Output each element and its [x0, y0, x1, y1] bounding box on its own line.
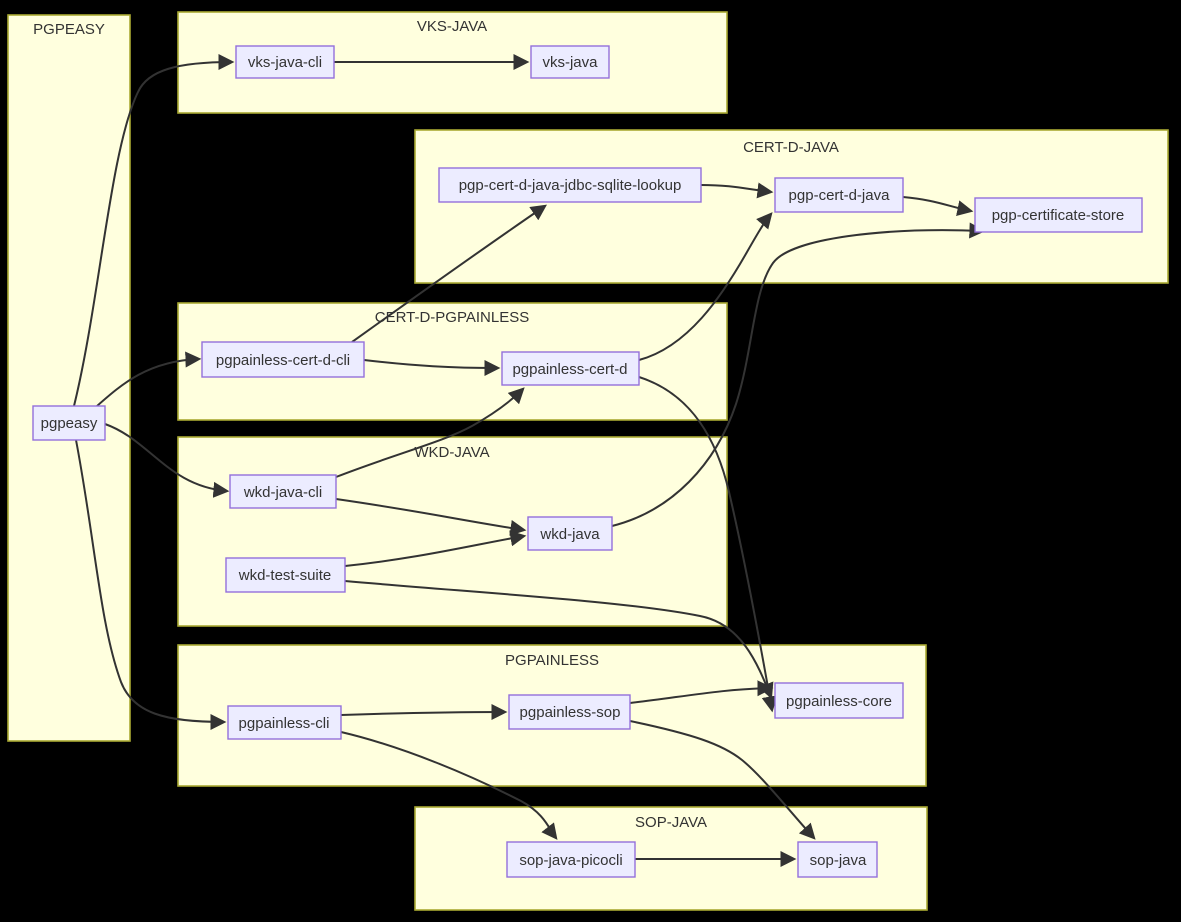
cluster-pgpeasy-box — [7, 14, 131, 742]
node-pgpainless-sop-label: pgpainless-sop — [520, 704, 621, 721]
node-sop-java-picocli: sop-java-picocli — [506, 841, 636, 878]
edge-wkd-test-suite-to-wkd-java — [344, 530, 527, 567]
node-vks-java-box — [530, 45, 610, 79]
edge-pgpeasy-to-pgpainless-cert-d-cli — [96, 351, 202, 407]
node-pgp-cert-d-java-jdbc-sqlite-lookup-box — [438, 167, 702, 203]
node-pgp-certificate-store-label: pgp-certificate-store — [992, 207, 1125, 224]
node-pgpainless-cert-d-cli-box — [201, 341, 365, 378]
edge-pgpeasy-to-wkd-java-cli — [104, 423, 230, 498]
node-wkd-java-box — [527, 516, 613, 551]
node-pgpainless-core-label: pgpainless-core — [786, 693, 892, 710]
node-pgpainless-cli: pgpainless-cli — [227, 705, 342, 740]
node-sop-java-label: sop-java — [810, 852, 867, 869]
cluster-wkd-java-title: WKD-JAVA — [414, 444, 489, 461]
edge-pgpainless-cert-d-cli-to-pgpainless-cert-d — [363, 359, 501, 376]
node-wkd-java-cli-label: wkd-java-cli — [243, 484, 322, 501]
cluster-cert-d-pgpainless-title: CERT-D-PGPAINLESS — [375, 309, 529, 326]
node-pgpainless-cli-label: pgpainless-cli — [239, 715, 330, 732]
node-wkd-test-suite-label: wkd-test-suite — [238, 567, 332, 584]
node-pgp-certificate-store-box — [974, 197, 1143, 233]
node-vks-java-cli-label: vks-java-cli — [248, 54, 322, 71]
node-wkd-test-suite: wkd-test-suite — [225, 557, 346, 593]
node-wkd-test-suite-box — [225, 557, 346, 593]
node-sop-java-picocli-box — [506, 841, 636, 878]
node-pgpainless-cert-d-cli-label: pgpainless-cert-d-cli — [216, 352, 350, 369]
node-pgp-cert-d-java-jdbc-sqlite-lookup-label: pgp-cert-d-java-jdbc-sqlite-lookup — [459, 177, 682, 194]
node-sop-java-picocli-label: sop-java-picocli — [519, 852, 622, 869]
node-sop-java: sop-java — [797, 841, 878, 878]
edge-pgpainless-cert-d-to-pgpainless-core — [638, 376, 778, 713]
node-pgpainless-core: pgpainless-core — [774, 682, 904, 719]
cluster-wkd-java-box — [177, 436, 728, 627]
node-pgpainless-sop: pgpainless-sop — [508, 694, 631, 730]
node-pgp-cert-d-java-label: pgp-cert-d-java — [789, 187, 891, 204]
edge-pgpeasy-to-pgpainless-cli — [75, 439, 227, 730]
node-vks-java-cli: vks-java-cli — [235, 45, 335, 79]
edge-pgpainless-sop-to-pgpainless-core — [629, 680, 774, 704]
cluster-pgpainless-title: PGPAINLESS — [505, 652, 599, 669]
node-sop-java-box — [797, 841, 878, 878]
edge-layer — [73, 54, 986, 867]
edge-pgpainless-cert-d-cli-to-jdbc-sqlite-lookup — [351, 204, 547, 343]
cluster-pgpeasy-title: PGPEASY — [33, 21, 105, 38]
node-pgpainless-cert-d-box — [501, 351, 640, 386]
node-pgpainless-sop-box — [508, 694, 631, 730]
node-pgp-cert-d-java-box — [774, 177, 904, 213]
cluster-sop-java-title: SOP-JAVA — [635, 814, 707, 831]
edge-pgpainless-cert-d-to-pgp-cert-d-java — [638, 212, 773, 361]
node-vks-java-label: vks-java — [542, 54, 598, 71]
edge-pgpainless-cli-to-pgpainless-sop — [340, 704, 508, 721]
node-pgp-cert-d-java-jdbc-sqlite-lookup: pgp-cert-d-java-jdbc-sqlite-lookup — [438, 167, 702, 203]
node-wkd-java-cli: wkd-java-cli — [229, 474, 337, 509]
edge-wkd-java-cli-to-wkd-java — [335, 498, 527, 536]
edge-pgpainless-cli-to-sop-java-picocli — [340, 731, 558, 840]
edge-jdbc-sqlite-lookup-to-pgp-cert-d-java — [700, 182, 774, 199]
node-vks-java: vks-java — [530, 45, 610, 79]
edge-pgp-cert-d-java-to-pgp-certificate-store — [902, 196, 974, 217]
edge-wkd-java-to-pgp-certificate-store — [611, 222, 986, 527]
node-wkd-java-cli-box — [229, 474, 337, 509]
cluster-vks-java-title: VKS-JAVA — [417, 18, 487, 35]
edge-pgpeasy-to-vks-java-cli — [73, 54, 235, 407]
node-pgpeasy: pgpeasy — [32, 405, 106, 441]
node-pgpainless-cert-d-cli: pgpainless-cert-d-cli — [201, 341, 365, 378]
node-pgpainless-cert-d-label: pgpainless-cert-d — [512, 361, 627, 378]
cluster-cert-d-java-title: CERT-D-JAVA — [743, 139, 839, 156]
edge-wkd-test-suite-to-pgpainless-core — [344, 580, 774, 700]
node-pgp-cert-d-java: pgp-cert-d-java — [774, 177, 904, 213]
node-pgpeasy-box — [32, 405, 106, 441]
node-wkd-java-label: wkd-java — [539, 526, 600, 543]
cluster-wkd-java: WKD-JAVA — [177, 436, 728, 627]
node-pgp-certificate-store: pgp-certificate-store — [974, 197, 1143, 233]
edge-wkd-java-cli-to-pgpainless-cert-d — [335, 387, 525, 478]
node-pgpainless-cert-d: pgpainless-cert-d — [501, 351, 640, 386]
node-wkd-java: wkd-java — [527, 516, 613, 551]
node-pgpeasy-label: pgpeasy — [41, 415, 98, 432]
node-pgpainless-cli-box — [227, 705, 342, 740]
node-vks-java-cli-box — [235, 45, 335, 79]
cluster-pgpeasy: PGPEASY — [7, 14, 131, 742]
node-pgpainless-core-box — [774, 682, 904, 719]
edge-pgpainless-sop-to-sop-java — [629, 720, 816, 840]
